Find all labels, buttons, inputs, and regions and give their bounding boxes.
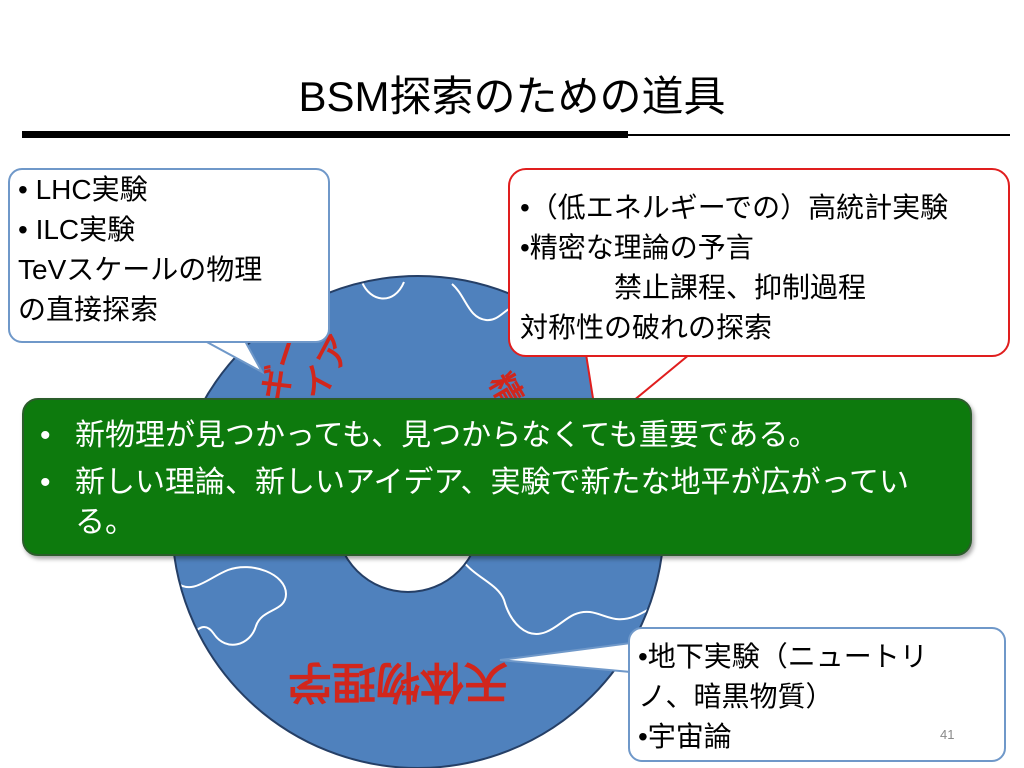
underground-callout: •地下実験（ニュートリ ノ、暗黒物質） •宇宙論 bbox=[628, 627, 1006, 762]
summary-line: 新物理が見つかっても、見つからなくても重要である。 bbox=[75, 419, 819, 452]
callout-line: • LHC実験 bbox=[18, 174, 148, 205]
summary-line: 新しい理論、新しいアイデア、実験で新たな地平が広がってい bbox=[75, 466, 909, 499]
precision-callout: •（低エネルギーでの）高統計実験 •精密な理論の予言 禁止課程、抑制過程 対称性… bbox=[508, 168, 1010, 357]
summary-item: • 新物理が見つかっても、見つからなくても重要である。 bbox=[40, 416, 970, 456]
page-number: 41 bbox=[940, 727, 955, 742]
callout-line: ノ、暗黒物質） bbox=[638, 681, 834, 712]
region-divider bbox=[175, 566, 288, 646]
summary-line: る。 bbox=[75, 506, 135, 539]
title-underline-thick bbox=[22, 131, 628, 138]
callout-line: 禁止課程、抑制過程 bbox=[614, 272, 867, 303]
callout-line: •地下実験（ニュートリ bbox=[638, 641, 928, 672]
callout-line: の直接探索 bbox=[18, 294, 159, 325]
callout-line: TeVスケールの物理 bbox=[18, 254, 263, 285]
callout-line: •精密な理論の予言 bbox=[520, 232, 754, 263]
callout-line: 対称性の破れの探索 bbox=[520, 312, 773, 343]
bullet-icon: • bbox=[40, 419, 51, 452]
summary-text: 新しい理論、新しいアイデア、実験で新たな地平が広がってい る。 bbox=[75, 463, 909, 543]
summary-item: • 新しい理論、新しいアイデア、実験で新たな地平が広がってい る。 bbox=[40, 463, 970, 543]
region-divider bbox=[461, 559, 663, 635]
summary-box: • 新物理が見つかっても、見つからなくても重要である。 • 新しい理論、新しいア… bbox=[22, 398, 972, 556]
region-divider bbox=[361, 281, 405, 300]
slide-title: BSM探索のための道具 bbox=[298, 73, 726, 120]
title-underline-thin bbox=[628, 134, 1010, 136]
bullet-icon: • bbox=[40, 466, 51, 499]
callout-line: • ILC実験 bbox=[18, 214, 136, 245]
collider-callout-tail bbox=[204, 340, 265, 375]
callout-line: •（低エネルギーでの）高統計実験 bbox=[520, 192, 949, 223]
summary-text: 新物理が見つかっても、見つからなくても重要である。 bbox=[75, 416, 818, 456]
collider-callout: • LHC実験 • ILC実験 TeVスケールの物理 の直接探索 bbox=[8, 168, 330, 343]
callout-line: •宇宙論 bbox=[638, 721, 732, 752]
underground-callout-tail bbox=[499, 641, 632, 674]
